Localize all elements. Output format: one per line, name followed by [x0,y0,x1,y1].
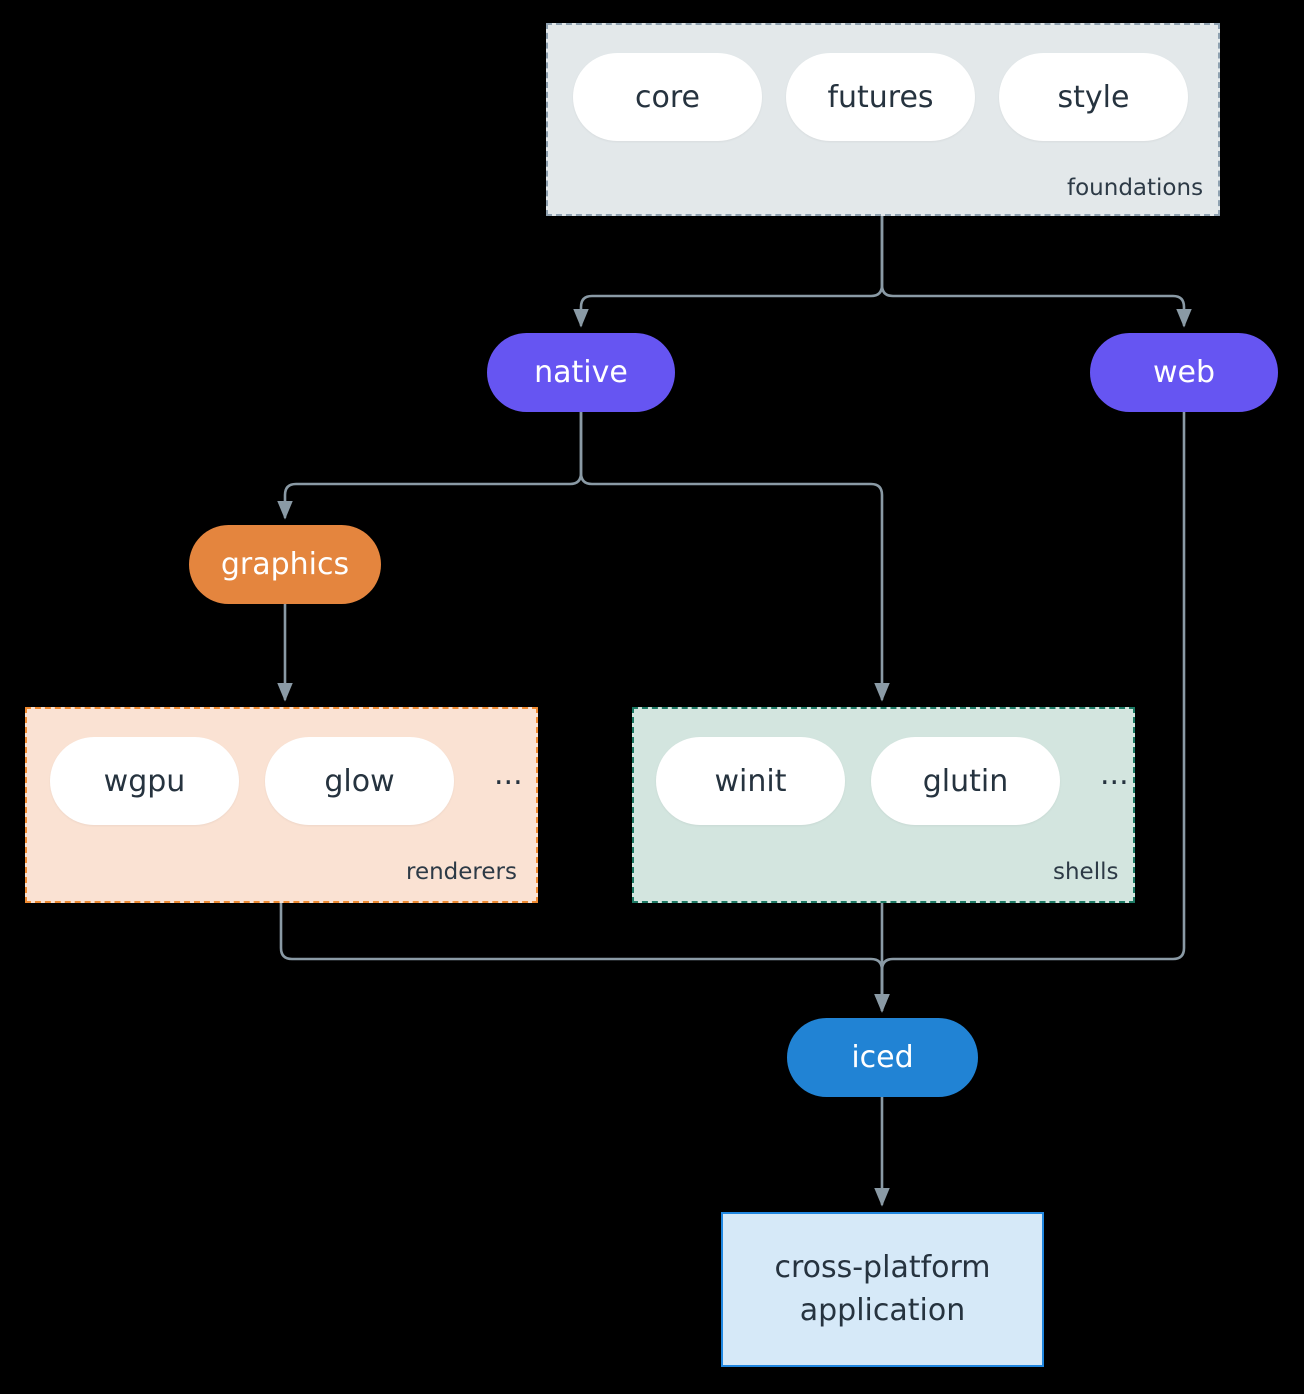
cluster-label-shells: shells [1053,859,1119,885]
node-cross-platform-application[interactable]: cross-platform application [721,1212,1044,1367]
pill-glutin[interactable]: glutin [871,737,1060,825]
node-graphics[interactable]: graphics [189,525,381,604]
cluster-shells-pills: winit glutin ... [656,737,1135,825]
node-iced[interactable]: iced [787,1018,978,1097]
edge-native-graphics [277,410,583,520]
shells-ellipsis: ... [1100,757,1129,792]
edge-native-shells [579,410,890,702]
pill-core[interactable]: core [573,53,762,141]
app-label-line2: application [799,1292,966,1328]
cluster-label-renderers: renderers [406,859,517,885]
pill-style[interactable]: style [999,53,1188,141]
cluster-label-foundations: foundations [1067,175,1204,201]
pill-wgpu[interactable]: wgpu [50,737,239,825]
app-label-line1: cross-platform [774,1249,991,1285]
edge-foundations-web [880,214,1192,328]
edge-foundations-native [573,214,884,328]
renderers-ellipsis: ... [494,757,523,792]
pill-glow[interactable]: glow [265,737,454,825]
pill-futures[interactable]: futures [786,53,975,141]
edge-renderers-iced [279,901,890,1013]
node-web[interactable]: web [1090,333,1278,412]
pill-winit[interactable]: winit [656,737,845,825]
cluster-foundations-pills: core futures style [573,53,1198,141]
cluster-renderers-pills: wgpu glow ... [50,737,529,825]
node-native[interactable]: native [487,333,675,412]
